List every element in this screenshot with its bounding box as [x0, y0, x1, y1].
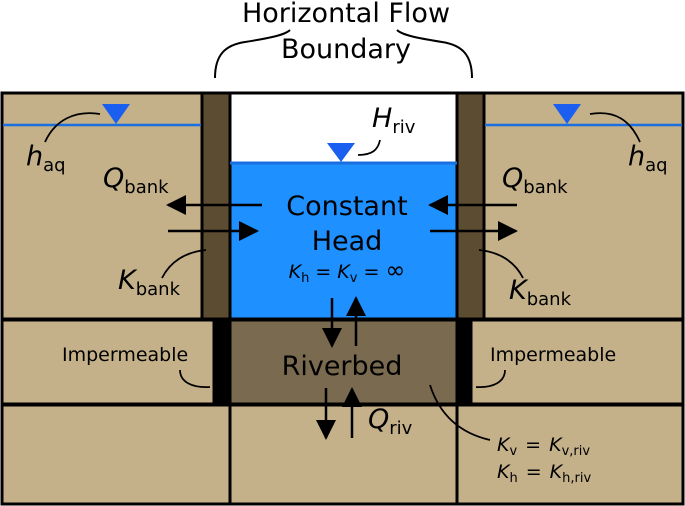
hriv-label: Hriv — [372, 103, 416, 138]
soil-mid-right — [469, 318, 685, 406]
leader-impermeable-left — [179, 369, 211, 388]
impermeable-label-right: Impermeable — [490, 344, 616, 366]
kh-riv-equation: Kh=Kh,riv — [497, 461, 591, 486]
leader-impermeable-right — [475, 369, 506, 388]
leader-lines — [44, 112, 641, 441]
qbank-label-right: Qbank — [502, 163, 568, 198]
river-water — [228, 161, 459, 321]
water-level-triangle-left — [102, 104, 130, 124]
k-equality-label: Kh=Kv=∞ — [289, 256, 406, 286]
soil-top-right — [482, 91, 685, 321]
kbank-label-left: Kbank — [118, 265, 181, 300]
riverbed-label: Riverbed — [282, 351, 403, 382]
kbank-label-right: Kbank — [509, 275, 572, 310]
leader-haq-right — [589, 112, 641, 143]
impermeable-label-left: Impermeable — [62, 344, 188, 366]
leader-hriv — [357, 139, 381, 156]
soil-bottom-left — [0, 403, 232, 506]
leader-riverbed-k — [429, 384, 491, 441]
water-level-triangle-right — [553, 104, 581, 124]
impermeable-wall-right — [457, 320, 471, 404]
leader-haq-left — [44, 112, 101, 143]
haq-label-left: haq — [26, 141, 66, 176]
haq-label-right: haq — [628, 141, 668, 176]
kv-riv-equation: Kv=Kv,riv — [497, 434, 590, 459]
soil-bottom-right — [455, 403, 685, 506]
leader-kbank-right — [478, 249, 524, 279]
qriv-label: Qriv — [368, 404, 413, 439]
title-line-1: Horizontal Flow — [242, 0, 450, 29]
head-label: Head — [312, 226, 383, 257]
boundary-bracket — [214, 29, 473, 79]
soil-blocks — [0, 91, 685, 506]
constant-label: Constant — [286, 191, 407, 222]
leader-kbank-left — [161, 249, 207, 279]
title-line-2: Boundary — [281, 34, 411, 65]
impermeable-wall-left — [214, 320, 230, 404]
soil-bottom-center — [228, 403, 459, 506]
water-level-triangle-river — [327, 143, 355, 162]
flow-arrows — [166, 195, 518, 440]
qbank-label-left: Qbank — [103, 163, 169, 198]
